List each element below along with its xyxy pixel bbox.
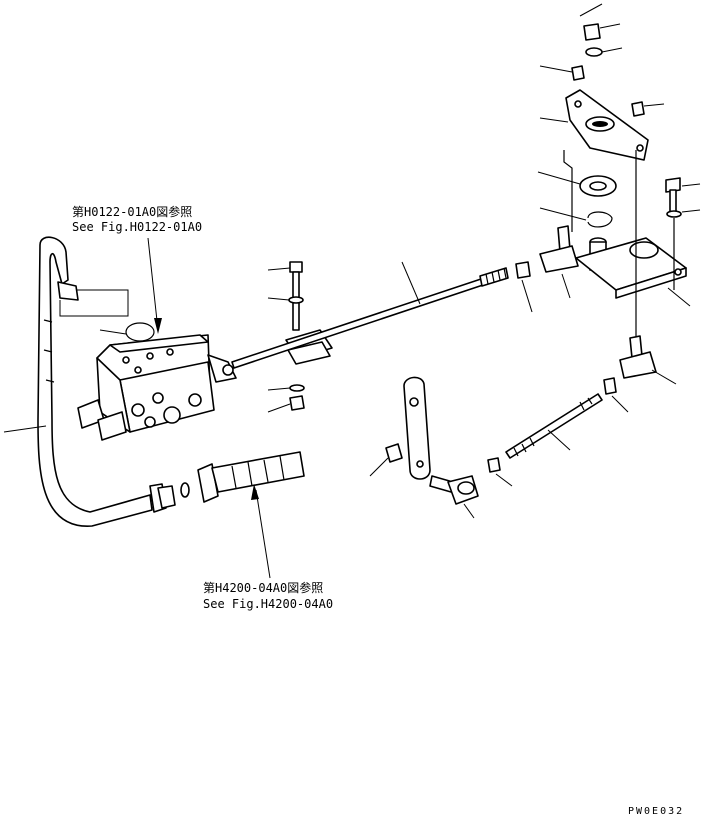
hydraulic-hose (3, 236, 176, 527)
hose-fitting (197, 451, 305, 579)
nut-lower-right (603, 377, 629, 413)
drawing-code: PW0E032 (628, 806, 684, 817)
nut-left-bottom (267, 395, 305, 413)
reference-label-1-jp: 第H0122-01A0図参照 (72, 204, 192, 219)
nut-lower-middle (487, 457, 513, 487)
grease-fitting-left (539, 65, 585, 81)
lower-lever (403, 376, 431, 480)
snap-ring (539, 207, 613, 228)
ball-joint-upper (539, 225, 579, 299)
center-line (563, 150, 573, 232)
ball-joint-lower (619, 335, 677, 385)
washer-right (666, 209, 701, 218)
bolt-left (267, 261, 303, 331)
bearing (537, 171, 617, 197)
pivot-base (575, 237, 691, 307)
grease-fitting-right (631, 101, 665, 117)
reference-label-2-jp: 第H4200-04A0図参照 (203, 580, 323, 595)
ball-joint-lever (429, 475, 479, 519)
washer-left-bottom (267, 384, 305, 392)
upper-lever (539, 89, 649, 161)
o-ring (180, 482, 190, 498)
nut-top (579, 3, 621, 41)
control-rod-short (505, 393, 603, 459)
reference-label-2-en: See Fig.H4200-04A0 (203, 597, 333, 611)
control-rod-long (231, 261, 509, 369)
washer-left-top (267, 296, 304, 304)
bolt-right (665, 177, 701, 213)
reference-label-1-en: See Fig.H0122-01A0 (72, 220, 202, 234)
nut-rod-end (515, 261, 533, 313)
reference-callout-1 (59, 237, 162, 342)
nut-lever (369, 443, 403, 477)
washer-top (585, 47, 623, 57)
control-valve (77, 334, 237, 441)
